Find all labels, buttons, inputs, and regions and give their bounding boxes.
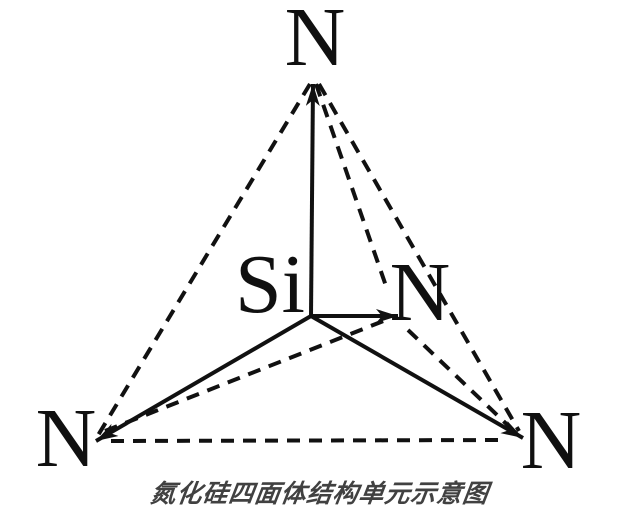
edge-ntop-nback-dashed xyxy=(314,83,388,287)
bond-si-nleft-arrow xyxy=(94,314,313,443)
edge-nleft-nback-dashed xyxy=(104,316,392,433)
atom-label-si: Si xyxy=(234,238,306,331)
figure-caption: 氮化硅四面体结构单元示意图 xyxy=(148,480,491,508)
bond-si-nright-arrow xyxy=(310,314,524,440)
edge-ntop-nleft-dashed xyxy=(95,82,312,439)
atom-label-n-left: N xyxy=(35,392,97,485)
bond-si-ntop-arrow xyxy=(305,83,320,317)
edge-nleft-nright-dashed xyxy=(110,438,506,443)
atom-label-n-back: N xyxy=(389,246,451,339)
edge-nback-nright-dashed xyxy=(406,328,520,437)
atom-label-n-right: N xyxy=(520,394,582,487)
edge-ntop-nright-dashed xyxy=(317,83,521,432)
atom-label-n-top: N xyxy=(284,0,346,84)
